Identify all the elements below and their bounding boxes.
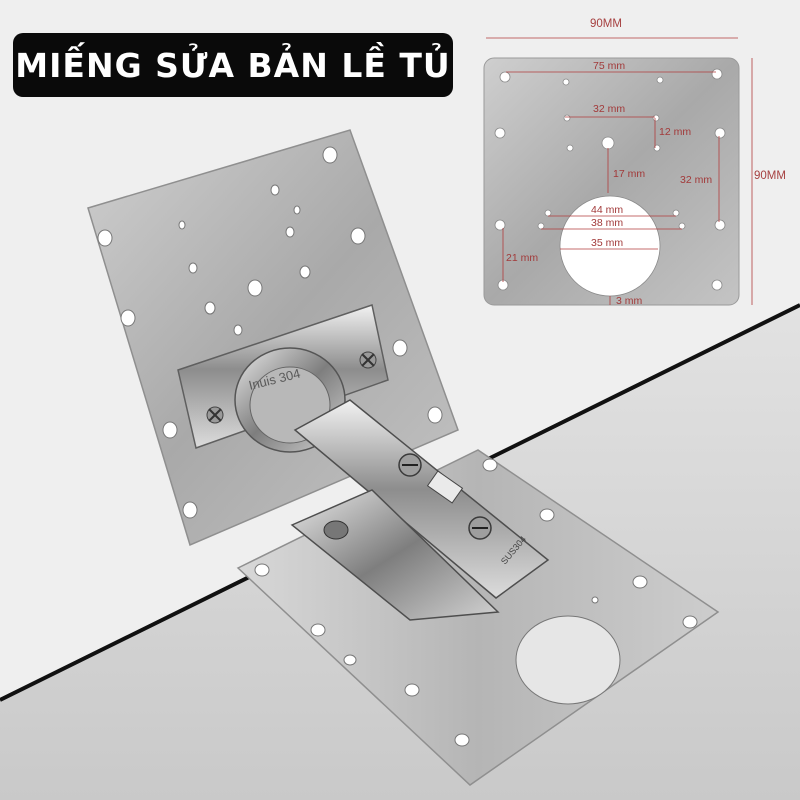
dim-outer-height: 90MM bbox=[754, 170, 786, 182]
dim-slot-38: 38 mm bbox=[591, 217, 624, 229]
technical-drawing bbox=[483, 37, 753, 306]
dim-top-spacing: 32 mm bbox=[593, 103, 626, 115]
dim-bottom-holes: 21 mm bbox=[506, 252, 539, 264]
dim-center-drop: 17 mm bbox=[613, 168, 646, 180]
dim-hole-span: 75 mm bbox=[593, 60, 626, 72]
dim-circle-diameter: 35 mm bbox=[591, 237, 624, 249]
dim-edge-gap: 3 mm bbox=[616, 295, 643, 307]
title-badge: MIẾNG SỬA BẢN LỀ TỦ bbox=[13, 33, 453, 97]
page-title: MIẾNG SỬA BẢN LỀ TỦ bbox=[15, 45, 451, 85]
dim-side-spacing: 32 mm bbox=[680, 174, 713, 186]
dim-outer-width: 90MM bbox=[590, 18, 622, 30]
dim-slot-44: 44 mm bbox=[591, 204, 624, 216]
dim-top-offset: 12 mm bbox=[659, 126, 692, 138]
hinge-arm bbox=[290, 399, 550, 621]
